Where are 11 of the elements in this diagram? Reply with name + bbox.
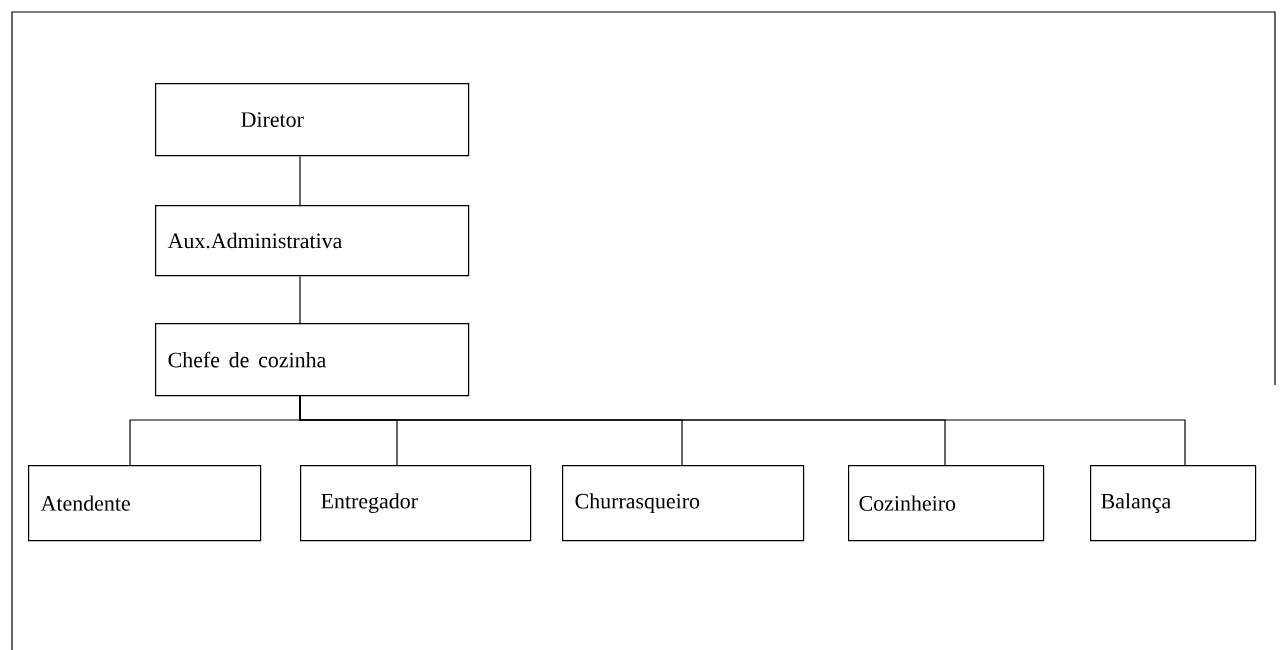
position-box: Chefe de cozinha bbox=[155, 323, 470, 397]
position-box: Entregador bbox=[300, 465, 532, 542]
position-box: Cozinheiro bbox=[848, 465, 1045, 542]
connector-line bbox=[299, 395, 1186, 466]
position-box: Balança bbox=[1090, 465, 1257, 542]
position-box: Churrasqueiro bbox=[562, 465, 805, 542]
connector-line bbox=[299, 275, 301, 324]
position-box: Aux.Administrativa bbox=[155, 205, 470, 277]
position-box: Atendente bbox=[28, 465, 262, 542]
position-box: Diretor bbox=[155, 83, 470, 157]
connector-line bbox=[299, 155, 301, 206]
